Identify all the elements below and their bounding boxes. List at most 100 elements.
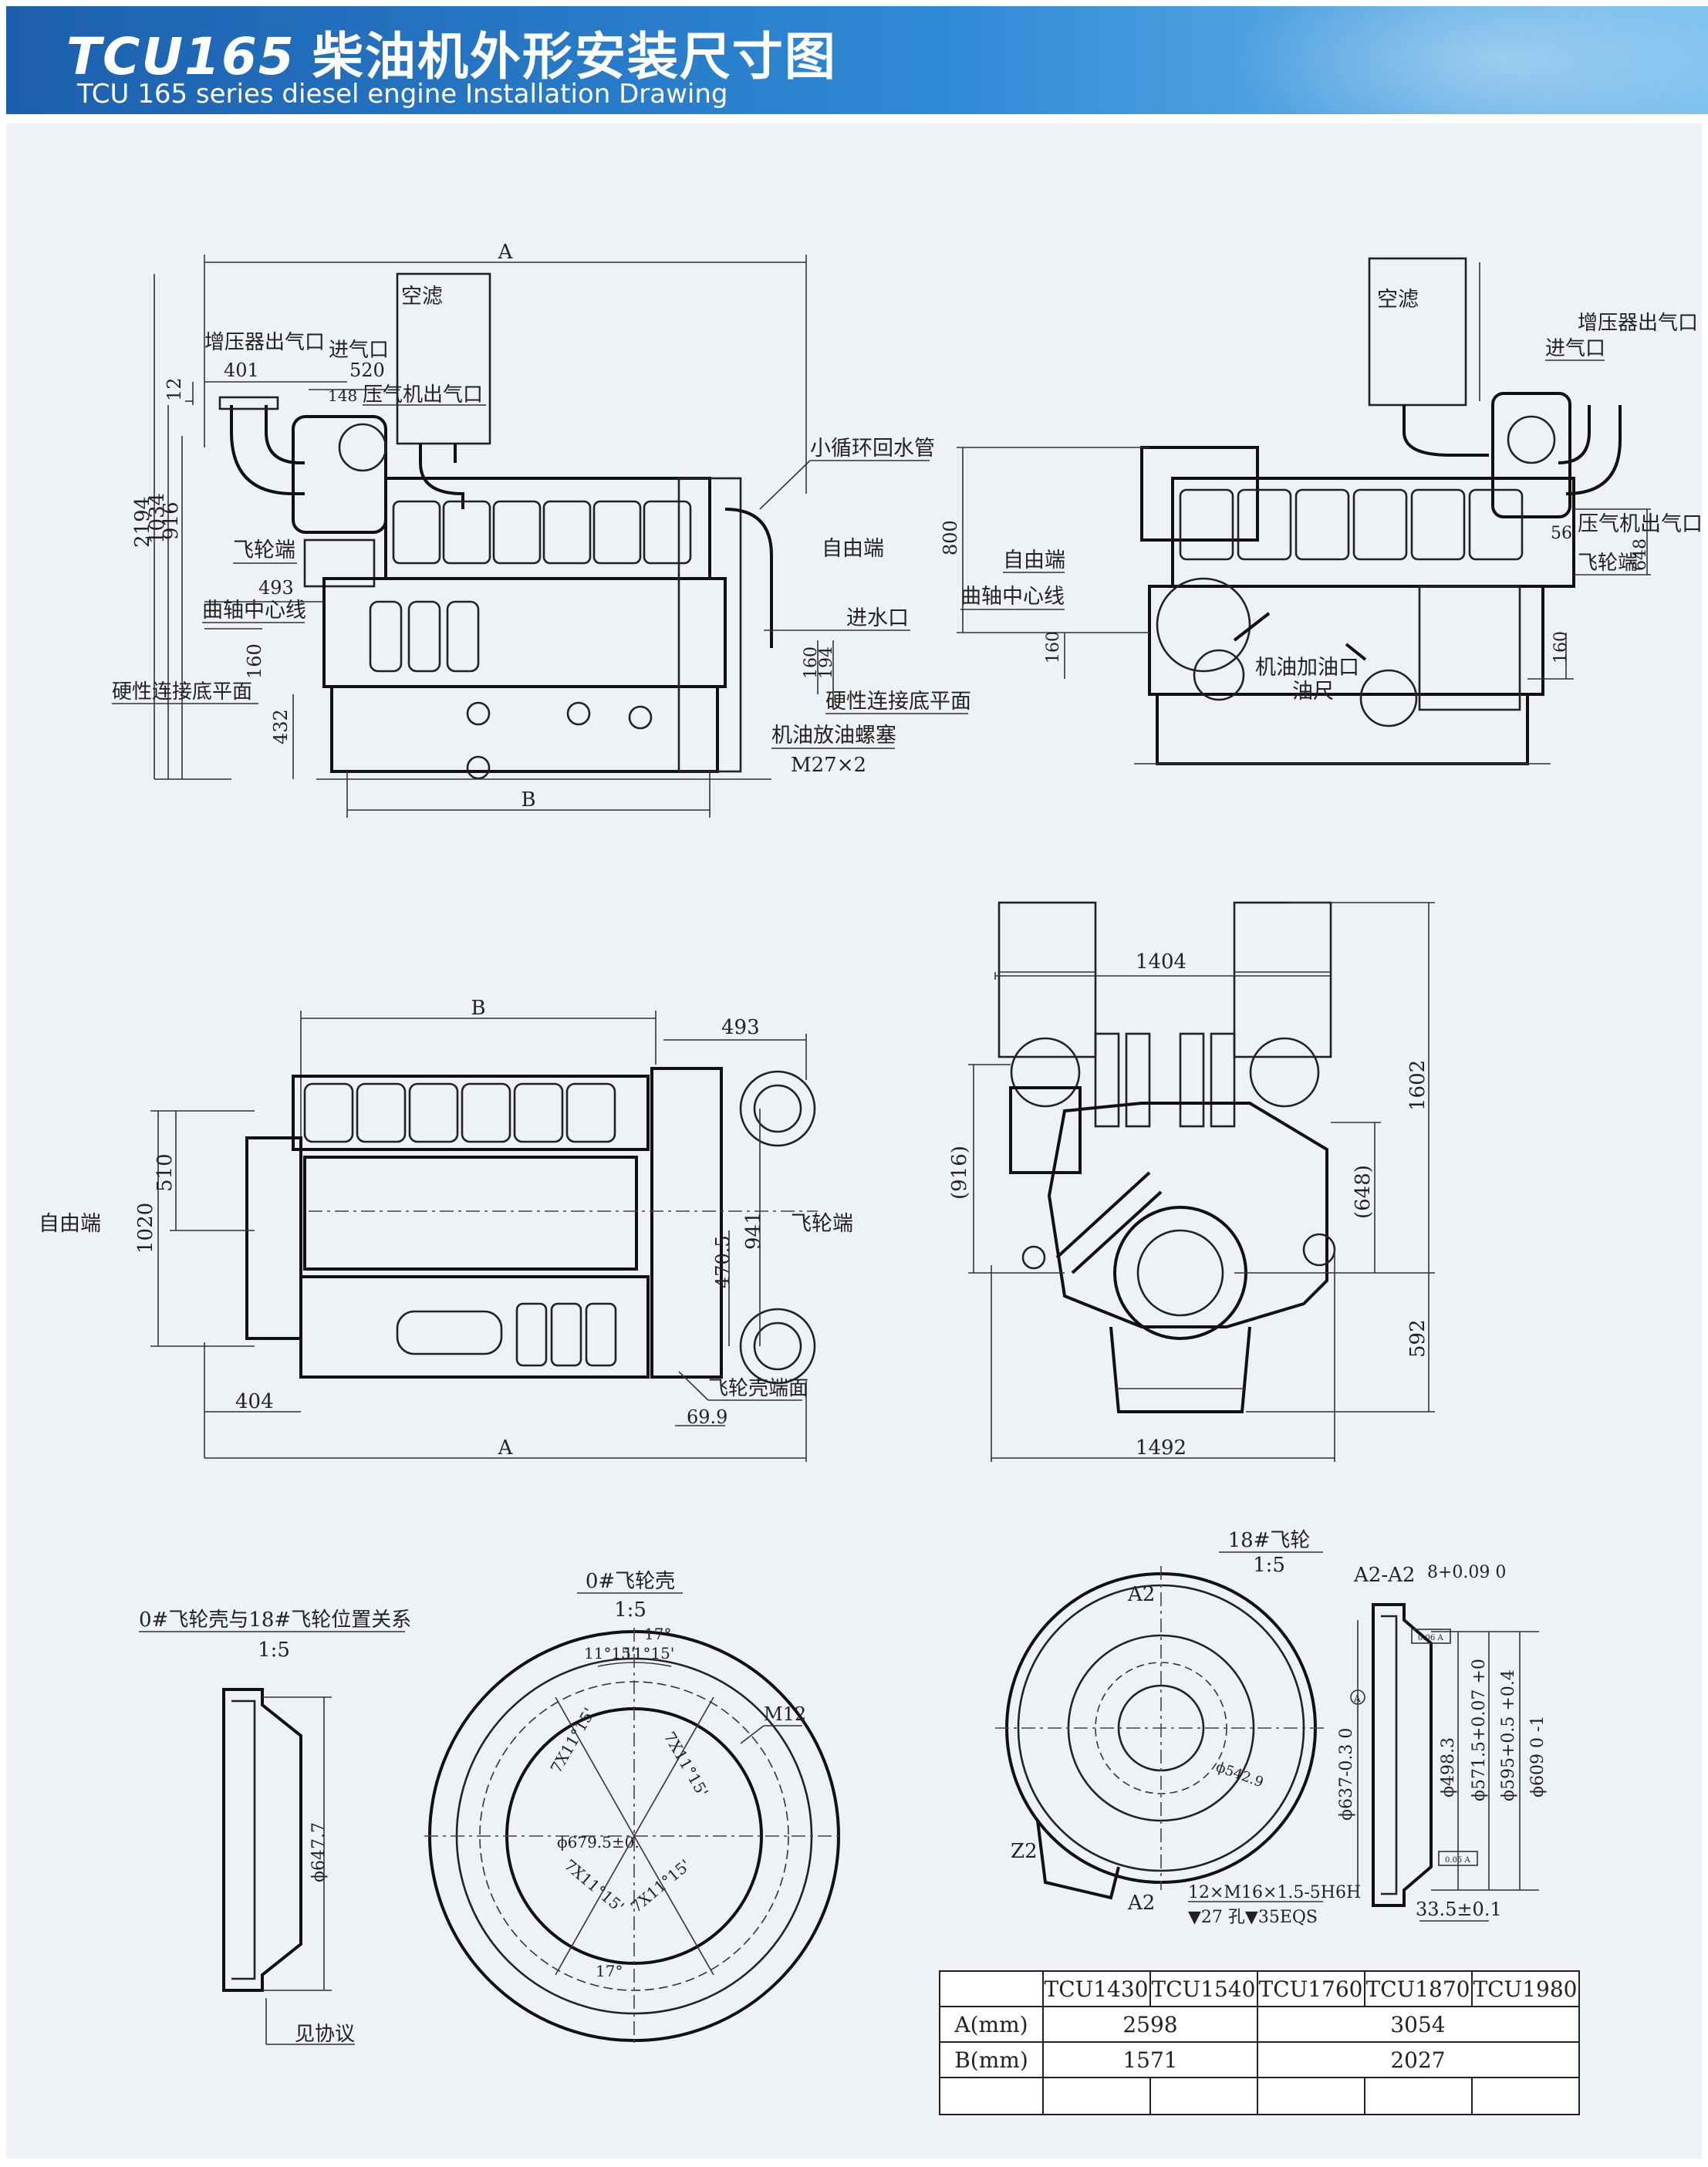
dim-160-r1: 160 (1044, 631, 1063, 663)
detail1-note: 见协议 (295, 2023, 355, 2046)
detail2-angle-2: 11°15' (623, 1644, 674, 1662)
dim-1404: 1404 (1136, 950, 1186, 974)
label-crank-center-r: 曲轴中心线 (960, 585, 1065, 609)
title-model: TCU165 (66, 27, 295, 86)
detail2-scale: 1:5 (614, 1598, 646, 1622)
table-header-tcu1430: TCU1430 (1045, 1976, 1149, 2002)
dim-1492: 1492 (1136, 1436, 1186, 1460)
side-view-right: 空滤 800 160 (940, 257, 1703, 765)
detail2-angle-3: 17° (644, 1625, 671, 1643)
label-turbo-outlet-r: 增压器出气口 (1578, 312, 1698, 335)
section-d637: ϕ637-0.3 0 (1337, 1728, 1356, 1821)
label-drain-plug: 机油放油螺塞 (771, 724, 896, 748)
valve-covers-side-r (1179, 488, 1524, 561)
detail3-scale: 1:5 (1253, 1554, 1285, 1577)
dim-1020: 1020 (134, 1203, 157, 1254)
detail2-angle-1: 11°15' (584, 1644, 635, 1662)
label-air-filter-r: 空滤 (1377, 288, 1419, 312)
page-subtitle: TCU 165 series diesel engine Installatio… (77, 79, 728, 110)
label-compressor-outlet-r: 压气机出气口 (1578, 512, 1703, 536)
table-header-tcu1980: TCU1980 (1473, 1976, 1578, 2002)
detail3-sec-bot: A2 (1127, 1892, 1155, 1915)
label-housing-face: 飞轮壳端面 (708, 1377, 808, 1400)
label-free-end-r: 自由端 (1003, 549, 1065, 572)
table-header-tcu1870: TCU1870 (1366, 1976, 1470, 2002)
section-d595: ϕ595+0.5 +0.4 (1499, 1669, 1518, 1801)
dim-432: 432 (270, 709, 292, 744)
dim-b-top: B (471, 997, 485, 1020)
valve-covers-top (303, 1082, 616, 1143)
label-free-end-side: 自由端 (822, 537, 884, 561)
detail2-title: 0#飞轮壳 (586, 1570, 675, 1593)
detail-section-a2: A2-A2 8+0.09 0 ϕ637-0.3 0 ϕ498.3 ϕ571.5+… (1337, 1563, 1548, 1922)
dim-916-front: (916) (948, 1146, 971, 1200)
page-header: TCU165 柴油机外形安装尺寸图 TCU 165 series diesel e… (6, 6, 1708, 114)
detail1-scale: 1:5 (258, 1639, 290, 1662)
detail2-angle-4: 17° (596, 1962, 623, 1980)
section-t8: 8+0.09 0 (1427, 1563, 1506, 1582)
dim-12: 12 (164, 377, 185, 401)
dim-1034: 1034 (146, 493, 169, 544)
label-intake: 进气口 (329, 339, 389, 362)
label-rigid-mount-left: 硬性连接底平面 (112, 680, 252, 704)
dim-160-r2: 160 (1551, 631, 1571, 663)
dim-493-side: 493 (258, 577, 294, 599)
dim-648-r: 648 (1631, 538, 1650, 571)
label-flywheel-end-r: 飞轮端 (1578, 552, 1638, 575)
detail3-sec-top: A2 (1127, 1583, 1155, 1606)
detail3-title: 18#飞轮 (1228, 1529, 1311, 1552)
table-b-large: 2027 (1390, 2047, 1445, 2073)
detail-housing-flywheel-relation: 0#飞轮壳与18#飞轮位置关系 1:5 ϕ647.7 见协议 (139, 1608, 411, 2046)
label-intake-r: 进气口 (1545, 337, 1605, 360)
detail2-m12: M12 (764, 1703, 806, 1725)
detail1-dia: ϕ647.7 (309, 1822, 329, 1882)
detail2-dia: ϕ679.5±0. (557, 1833, 640, 1851)
dim-520: 520 (349, 359, 385, 381)
dim-160-water: 160 (802, 646, 821, 679)
section-d498: ϕ498.3 (1439, 1737, 1458, 1797)
table-b-small: 1571 (1122, 2047, 1177, 2073)
label-rigid-mount-right: 硬性连接底平面 (825, 690, 971, 714)
dim-470-5: 470.5 (712, 1235, 734, 1288)
label-flywheel-end-top: 飞轮端 (791, 1212, 853, 1236)
title-chinese: 柴油机外形安装尺寸图 (312, 27, 837, 86)
detail3-bolts: 12×M16×1.5-5H6H (1188, 1883, 1361, 1902)
section-datum: A (1353, 1693, 1361, 1704)
label-flywheel-end-side: 飞轮端 (233, 538, 295, 562)
label-dipstick: 油尺 (1292, 680, 1334, 704)
dim-510: 510 (154, 1153, 177, 1192)
dim-69-9: 69.9 (687, 1406, 727, 1428)
label-turbo-outlet: 增压器出气口 (204, 331, 325, 354)
dimension-table: TCU1430 TCU1540 TCU1760 TCU1870 TCU1980 … (939, 1970, 1580, 2115)
detail3-z2: Z2 (1011, 1840, 1038, 1863)
dim-404: 404 (235, 1390, 274, 1413)
dim-401: 401 (224, 359, 259, 381)
section-d609: ϕ609 0 -1 (1528, 1716, 1548, 1797)
table-a-small: 2598 (1122, 2012, 1177, 2037)
label-crank-center: 曲轴中心线 (202, 599, 306, 623)
table-row-a-label: A(mm) (954, 2012, 1028, 2037)
section-f2: 0.05 A (1445, 1856, 1470, 1865)
detail-flywheel: 18#飞轮 1:5 A2 A2 Z2 12×M16×1.5-5H6H ▼27 孔… (995, 1529, 1361, 1927)
dim-148: 148 (328, 386, 357, 405)
dim-2194: 2194 (131, 497, 154, 548)
page-title: TCU165 柴油机外形安装尺寸图 (66, 15, 837, 89)
label-free-end-top: 自由端 (39, 1212, 101, 1236)
label-drain-size: M27×2 (791, 754, 866, 777)
detail3-holes: ▼27 孔▼35EQS (1188, 1908, 1318, 1927)
section-w33: 33.5±0.1 (1416, 1899, 1502, 1920)
dim-648-front: (648) (1352, 1165, 1375, 1219)
dim-194: 194 (817, 646, 836, 679)
label-small-circ-return: 小循环回水管 (810, 437, 935, 461)
label-air-filter: 空滤 (401, 285, 443, 309)
section-title: A2-A2 (1353, 1564, 1415, 1587)
dim-b-side: B (521, 788, 535, 812)
dim-493-top: 493 (721, 1016, 760, 1039)
dim-a-side: A (498, 241, 514, 264)
dim-160-left: 160 (244, 643, 265, 679)
label-compressor-outlet: 压气机出气口 (363, 383, 483, 407)
front-view: 1404 1602 592 (916) (648) 1492 (948, 901, 1435, 1462)
label-oil-filler: 机油加油口 (1255, 656, 1359, 680)
detail2-rot-1: 7X11°15' (547, 1705, 599, 1777)
